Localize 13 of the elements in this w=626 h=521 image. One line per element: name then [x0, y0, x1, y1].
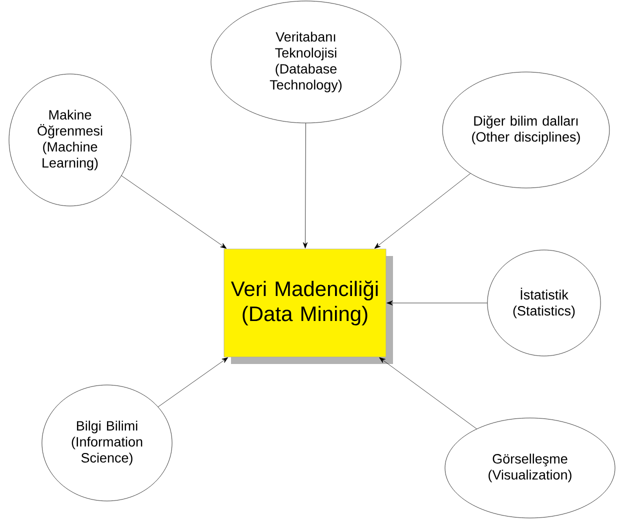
ellipse-node: Bilgi Bilimi (Information Science) [42, 384, 172, 502]
ellipse-node: Veritabanı Teknolojisi (Database Technology) [210, 0, 402, 124]
ellipse-node: Görselleşme (Visualization) [444, 418, 616, 518]
arrow [374, 173, 471, 249]
ellipse-node: İstatistik (Statistics) [487, 250, 601, 356]
arrow [386, 300, 488, 306]
arrow [302, 123, 308, 248]
arrow [379, 357, 477, 430]
ellipse-node: Diğer bilim dalları (Other disciplines) [442, 72, 610, 188]
ellipse-node: Makine Öğrenmesi (Machine Learning) [8, 74, 132, 206]
arrow [121, 176, 227, 249]
process-box: Veri Madenciliği (Data Mining) [224, 248, 393, 364]
arrow [158, 357, 228, 408]
